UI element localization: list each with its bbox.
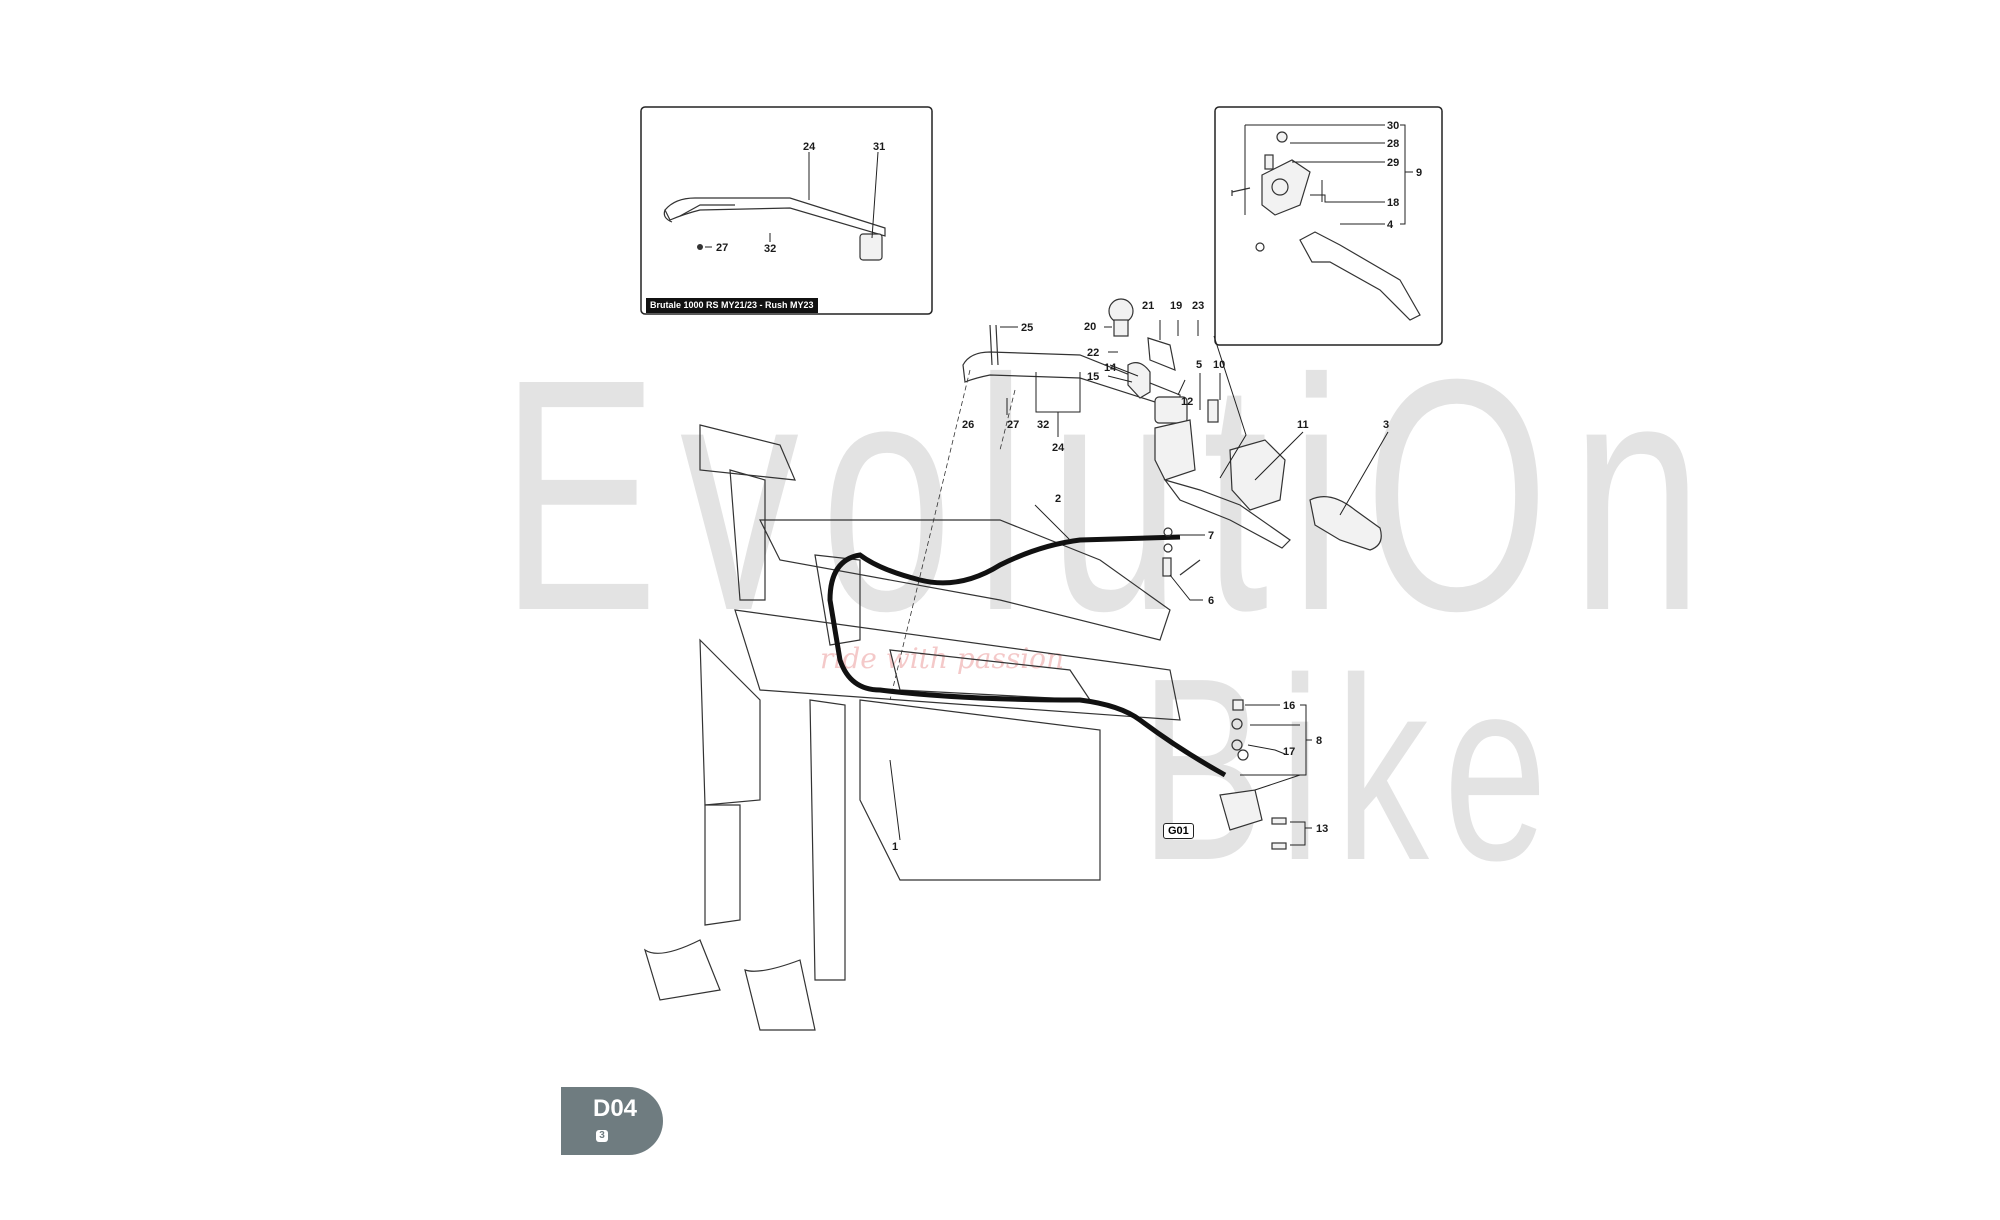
label-32-inset: 32 <box>764 243 776 255</box>
label-2: 2 <box>1055 493 1061 505</box>
clutch-hose: 2 <box>827 493 1227 778</box>
label-28: 28 <box>1387 138 1399 150</box>
label-19: 19 <box>1170 300 1182 312</box>
section-badge: D04 3 <box>561 1087 663 1155</box>
watermark-script: ride with passion <box>820 642 1064 675</box>
label-22: 22 <box>1087 347 1099 359</box>
label-1: 1 <box>892 841 898 853</box>
label-5: 5 <box>1196 359 1202 371</box>
label-31-inset: 31 <box>873 141 885 153</box>
clutch-pump-group: 20 21 19 23 22 14 15 12 5 10 11 3 <box>1084 298 1389 551</box>
label-10: 10 <box>1213 359 1225 371</box>
label-6: 6 <box>1208 595 1214 607</box>
reference-tag-g01: G01 <box>1163 823 1194 839</box>
label-32: 32 <box>1037 419 1049 431</box>
label-17: 17 <box>1283 746 1295 758</box>
label-16: 16 <box>1283 700 1295 712</box>
label-7: 7 <box>1208 530 1214 542</box>
label-27: 27 <box>1007 419 1019 431</box>
label-18: 18 <box>1387 197 1399 209</box>
label-13: 13 <box>1316 823 1328 835</box>
label-24: 24 <box>1052 442 1065 454</box>
inset-caption: Brutale 1000 RS MY21/23 - Rush MY23 <box>646 298 818 313</box>
label-3: 3 <box>1383 419 1389 431</box>
label-30: 30 <box>1387 120 1399 132</box>
label-29: 29 <box>1387 157 1399 169</box>
label-12: 12 <box>1181 396 1193 408</box>
label-25: 25 <box>1021 322 1033 334</box>
label-21: 21 <box>1142 300 1154 312</box>
inset-box-handlebar: 24 31 27 32 <box>640 106 933 315</box>
label-27-inset: 27 <box>716 242 728 254</box>
label-20: 20 <box>1084 321 1096 333</box>
label-26: 26 <box>962 419 974 431</box>
section-code: D04 <box>593 1095 638 1122</box>
label-9: 9 <box>1416 167 1422 179</box>
inset-box-clutch-pump: 30 28 29 18 4 9 <box>1214 106 1443 346</box>
slave-cylinder-group: 16 17 8 13 <box>1219 699 1328 850</box>
section-sub: 3 <box>596 1130 608 1142</box>
frame-and-fork: 1 <box>643 424 1181 1031</box>
label-24-inset: 24 <box>803 141 816 153</box>
watermark-bike: Bike <box>1140 625 1562 915</box>
handlebar-assembly: 25 26 27 32 24 <box>889 322 1188 701</box>
label-8: 8 <box>1316 735 1322 747</box>
label-15: 15 <box>1087 371 1099 383</box>
label-4: 4 <box>1387 219 1394 231</box>
hose-fittings: 7 6 <box>1162 527 1214 607</box>
label-11: 11 <box>1297 419 1309 431</box>
label-23: 23 <box>1192 300 1204 312</box>
label-14: 14 <box>1104 362 1117 374</box>
